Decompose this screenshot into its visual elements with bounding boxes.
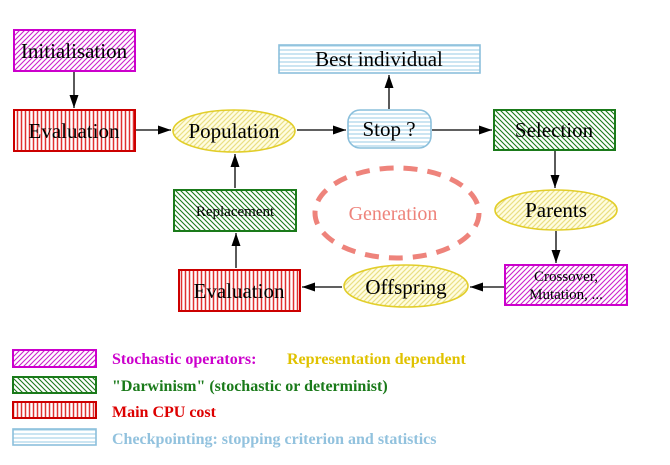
legend-label-representation-dependent: Representation dependent xyxy=(287,351,466,368)
node-evaluation-bottom: Evaluation xyxy=(178,269,301,312)
crossover-label-line2: Mutation, ... xyxy=(529,287,603,303)
node-replacement: Replacement xyxy=(173,189,297,232)
best-individual-label: Best individual xyxy=(315,47,443,71)
stop-box xyxy=(347,109,432,149)
node-best-individual: Best individual xyxy=(278,44,481,74)
node-evaluation-top: Evaluation xyxy=(13,109,136,152)
node-selection: Selection xyxy=(493,109,616,151)
best-individual-box xyxy=(278,44,481,74)
node-offspring: Offspring xyxy=(343,264,469,308)
initialisation-box xyxy=(13,29,136,72)
node-stop: Stop ? xyxy=(347,109,432,149)
legend-swatch-main-cpu-cost xyxy=(12,401,97,419)
legend: Stochastic operators: Representation dep… xyxy=(12,349,466,448)
legend-swatch-darwinism xyxy=(12,376,97,394)
evaluation-bottom-label: Evaluation xyxy=(194,279,285,303)
selection-box xyxy=(493,109,616,151)
node-parents: Parents xyxy=(494,189,618,231)
flow-arrows xyxy=(69,72,561,292)
generation-label: Generation xyxy=(349,203,438,225)
legend-label-darwinism: "Darwinism" (stochastic or determinist) xyxy=(112,378,388,395)
offspring-label: Offspring xyxy=(365,275,447,299)
offspring-ellipse xyxy=(343,264,469,308)
legend-swatch-stochastic-operators xyxy=(12,349,97,368)
evaluation-top-box xyxy=(13,109,136,152)
node-initialisation: Initialisation xyxy=(13,29,136,72)
legend-label-stochastic-operators: Stochastic operators: xyxy=(112,351,256,368)
stop-label: Stop ? xyxy=(362,117,415,141)
node-crossover-mutation: Crossover, Mutation, ... xyxy=(504,264,628,306)
population-ellipse xyxy=(172,109,296,153)
initialisation-label: Initialisation xyxy=(21,39,128,63)
node-generation: Generation xyxy=(312,165,482,261)
legend-label-main-cpu-cost: Main CPU cost xyxy=(112,404,217,421)
population-label: Population xyxy=(188,119,280,143)
parents-label: Parents xyxy=(525,198,587,222)
legend-swatch-checkpointing xyxy=(12,428,97,446)
selection-label: Selection xyxy=(515,118,594,142)
replacement-box xyxy=(173,189,297,232)
legend-label-checkpointing: Checkpointing: stopping criterion and st… xyxy=(112,431,436,448)
evaluation-bottom-box xyxy=(178,269,301,312)
generation-ellipse xyxy=(312,165,482,261)
crossover-label-line1: Crossover, xyxy=(534,269,598,285)
replacement-label: Replacement xyxy=(196,204,275,220)
parents-ellipse xyxy=(494,189,618,231)
evaluation-top-label: Evaluation xyxy=(29,119,120,143)
node-population: Population xyxy=(172,109,296,153)
crossover-mutation-box xyxy=(504,264,628,306)
